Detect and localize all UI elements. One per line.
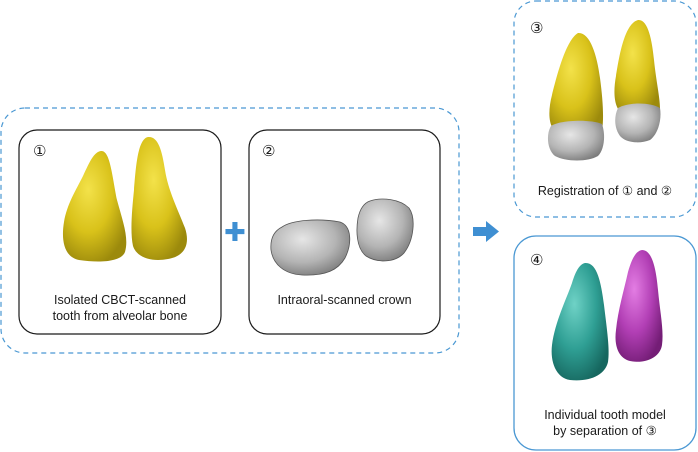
right-arrow-icon (473, 221, 499, 242)
panel-4-caption: Individual tooth model by separation of … (514, 407, 696, 439)
panel-4-box (513, 235, 697, 451)
separated-tooth-teal (551, 262, 609, 381)
panel-1-caption-line-2: tooth from alveolar bone (52, 309, 188, 323)
registered-tooth-right (614, 19, 661, 143)
panel-3-marker: ③ (530, 19, 544, 37)
panel-2-caption: Intraoral-scanned crown (277, 293, 412, 307)
panel-2-marker: ② (262, 142, 276, 160)
plus-icon: ✚ (224, 218, 246, 248)
input-group-dashed-box (0, 107, 460, 354)
panel-1-caption: Isolated CBCT-scanned tooth from alveola… (19, 292, 221, 324)
panel-4-caption-line-2: by separation of ③ (553, 424, 657, 438)
cbct-tooth-right (131, 136, 187, 260)
panel-4-caption-line-1: Individual tooth model (544, 408, 666, 422)
panel-3-caption: Registration of ① and ② (537, 184, 673, 198)
cbct-tooth-left (62, 150, 127, 262)
registered-tooth-left (547, 32, 605, 161)
intraoral-crown-right (356, 198, 414, 262)
intraoral-crown-left (270, 219, 351, 276)
panel-1-marker: ① (33, 142, 47, 160)
panel-1-caption-line-1: Isolated CBCT-scanned (53, 293, 186, 307)
panel-4-marker: ④ (530, 251, 544, 269)
separated-tooth-magenta (615, 250, 663, 362)
